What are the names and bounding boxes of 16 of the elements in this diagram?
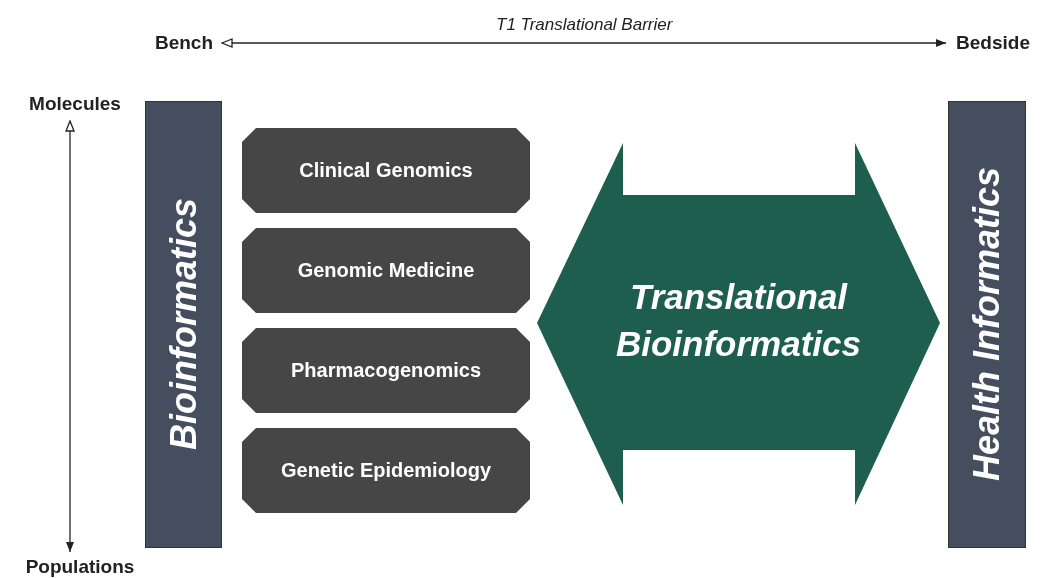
process-box: Genetic Epidemiology <box>242 428 530 513</box>
side-bar <box>948 101 1026 548</box>
bar-label: Health Informatics <box>966 167 1008 482</box>
bar-label: Bioinformatics <box>162 198 205 451</box>
process-box: Pharmacogenomics <box>242 328 530 413</box>
axis-label: Populations <box>8 556 152 578</box>
double-headed-arrow <box>65 120 75 553</box>
side-bar <box>145 101 222 548</box>
double-arrow <box>537 143 940 505</box>
double-headed-arrow <box>221 38 947 48</box>
arrow-label: Translational Bioinformatics <box>614 276 862 366</box>
axis-label: Bench <box>146 30 222 56</box>
axis-label: Bedside <box>946 30 1040 56</box>
process-box: Genomic Medicine <box>242 228 530 313</box>
process-box: Clinical Genomics <box>242 128 530 213</box>
axis-label: Molecules <box>14 91 136 117</box>
